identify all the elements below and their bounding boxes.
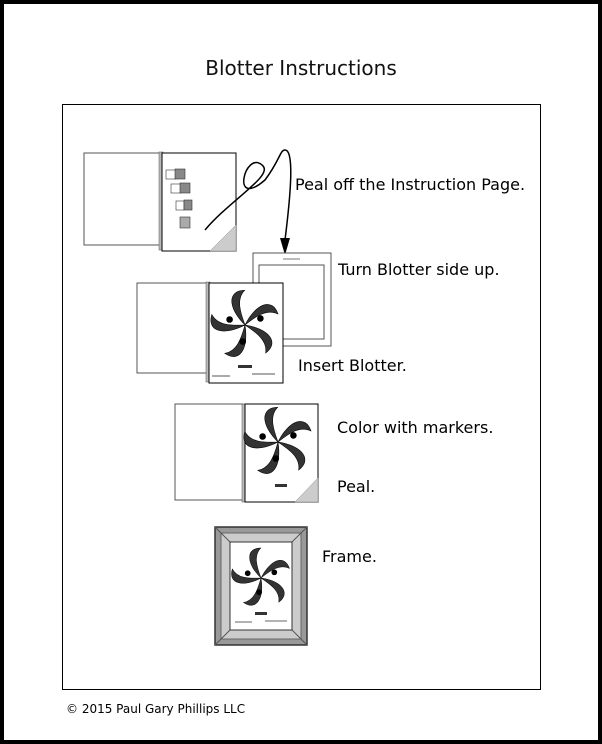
- step2-book: [136, 281, 284, 384]
- page-title: Blotter Instructions: [205, 56, 397, 80]
- step-frame: Frame.: [322, 547, 377, 566]
- peel-arrow: [204, 149, 292, 241]
- step1-book: [83, 151, 237, 252]
- step-peal: Peal.: [337, 477, 376, 496]
- step-color-markers: Color with markers.: [337, 418, 494, 437]
- step3-book: [174, 403, 319, 503]
- instructions-panel: [62, 104, 541, 690]
- copyright-footer: © 2015 Paul Gary Phillips LLC: [66, 702, 246, 716]
- step-peal-instruction-page: Peal off the Instruction Page.: [295, 175, 526, 194]
- step-insert-blotter: Insert Blotter.: [298, 356, 407, 375]
- step-turn-blotter: Turn Blotter side up.: [338, 260, 500, 279]
- arrowhead-icon: [280, 238, 290, 255]
- framed-artwork: [214, 526, 308, 646]
